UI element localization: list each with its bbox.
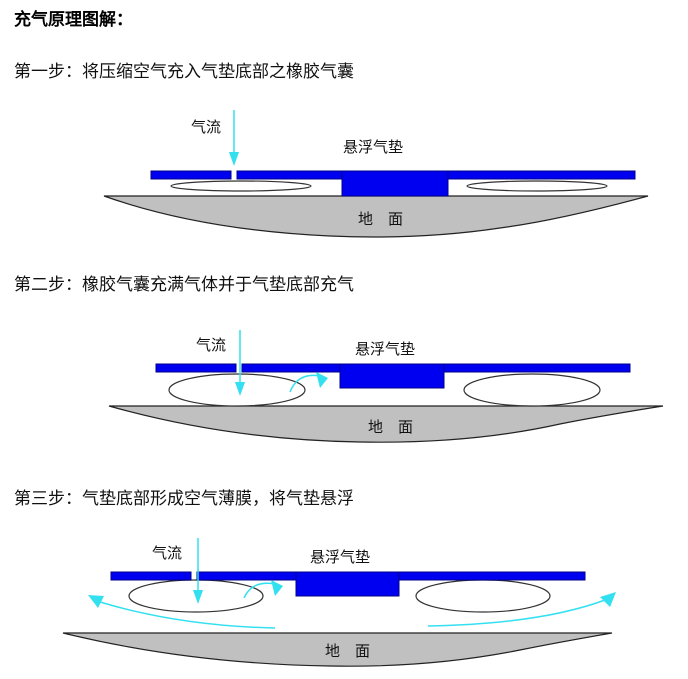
left-outflow-arrow [99,601,276,629]
arrow-head-icon [193,590,203,604]
cushion-label: 悬浮气垫 [310,548,370,566]
diagram-step-3: 地 面 气流 悬浮气垫 [62,538,616,667]
diagram-step-1: 地 面 气流 悬浮气垫 [103,110,649,238]
ground-shape [103,195,649,238]
right-air-bag [463,373,601,407]
diagram-step-2: 地 面 气流 悬浮气垫 [108,330,664,443]
step-2-caption: 第二步：橡胶气囊充满气体并于气垫底部充气 [14,275,354,295]
right-air-bag [466,180,608,192]
ground-label: 地 面 [358,210,403,228]
step-3-caption: 第三步：气垫底部形成空气薄膜，将气垫悬浮 [14,489,354,509]
cushion-plate-left [150,170,232,180]
cushion-plate-left [110,571,192,581]
left-air-bag [168,373,306,407]
right-outflow-arrow-head-icon [600,592,616,607]
left-air-bag [170,180,312,192]
curl-arrow [243,582,276,599]
cushion-center-block [341,170,449,197]
ground-label: 地 面 [368,418,413,436]
curl-arrow [289,374,321,393]
airflow-label: 气流 [152,544,182,562]
ground-label: 地 面 [325,642,370,660]
page-title: 充气原理图解： [14,10,133,30]
cushion-center-block [339,363,445,389]
cushion-label: 悬浮气垫 [355,340,415,358]
cushion-center-block [295,571,400,597]
step-1-caption: 第一步：将压缩空气充入气垫底部之橡胶气囊 [14,62,354,82]
ground-shape [62,632,613,667]
arrow-head-icon [235,382,245,396]
arrow-head-icon [229,152,239,166]
right-outflow-arrow [427,599,606,627]
airflow-label: 气流 [196,336,226,354]
curl-arrow-head-icon [271,580,283,596]
cushion-plate-left [155,363,237,373]
airflow-label: 气流 [191,118,221,136]
left-outflow-arrow-head-icon [88,595,104,608]
right-air-bag [415,579,551,613]
ground-shape [108,405,664,443]
curl-arrow-head-icon [316,372,328,388]
cushion-label: 悬浮气垫 [343,138,403,156]
